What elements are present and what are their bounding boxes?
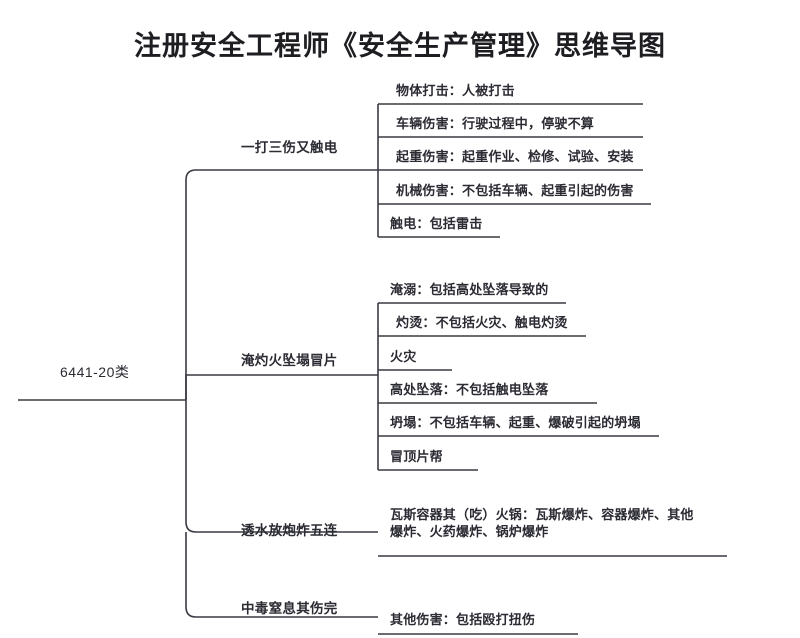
leaf-label-2-1: 淹溺：包括高处坠落导致的	[390, 282, 549, 297]
branch-label-3: 透水放炮炸五连	[241, 523, 338, 538]
leaf-node-1-4[interactable]: 机械伤害：不包括车辆、起重引起的伤害	[396, 182, 634, 199]
branch-node-4[interactable]: 中毒窒息其伤完	[241, 600, 338, 618]
leaf-label-2-2: 灼烫：不包括火灾、触电灼烫	[396, 315, 568, 330]
trunk-to-branch-2	[185, 374, 378, 400]
branch-label-2: 淹灼火坠塌冒片	[241, 353, 338, 368]
leaf-label-3-1: 瓦斯容器其（吃）火锅：瓦斯爆炸、容器爆炸、其他爆炸、火药爆炸、锅炉爆炸	[390, 507, 694, 540]
leaf-node-2-5[interactable]: 坍塌：不包括车辆、起重、爆破引起的坍塌	[390, 414, 641, 431]
branch-label-4: 中毒窒息其伤完	[241, 601, 338, 616]
leaf-label-1-1: 物体打击：人被打击	[396, 83, 515, 98]
page-title: 注册安全工程师《安全生产管理》思维导图	[134, 31, 666, 61]
leaf-node-2-3[interactable]: 火灾	[390, 348, 416, 365]
leaf-label-2-3: 火灾	[390, 349, 417, 364]
trunk-to-branch-3	[185, 400, 378, 533]
leaf-node-3-1[interactable]: 瓦斯容器其（吃）火锅：瓦斯爆炸、容器爆炸、其他爆炸、火药爆炸、锅炉爆炸	[390, 506, 705, 540]
leaf-label-1-4: 机械伤害：不包括车辆、起重引起的伤害	[396, 183, 634, 198]
leaf-label-2-4: 高处坠落：不包括触电坠落	[390, 382, 549, 397]
leaf-label-4-1: 其他伤害：包括殴打扭伤	[390, 612, 536, 627]
leaf-node-1-3[interactable]: 起重伤害：起重作业、检修、试验、安装	[396, 148, 634, 165]
leaf-label-1-3: 起重伤害：起重作业、检修、试验、安装	[396, 149, 634, 164]
leaf-node-2-1[interactable]: 淹溺：包括高处坠落导致的	[390, 281, 548, 298]
leaf-node-4-1[interactable]: 其他伤害：包括殴打扭伤	[390, 611, 535, 628]
leaf-label-1-2: 车辆伤害：行驶过程中，停驶不算	[396, 116, 595, 131]
leaf-node-2-6[interactable]: 冒顶片帮	[390, 448, 443, 465]
leaf-node-2-4[interactable]: 高处坠落：不包括触电坠落	[390, 381, 548, 398]
mindmap-root-node[interactable]: 6441-20类	[60, 363, 129, 381]
leaf-label-2-5: 坍塌：不包括车辆、起重、爆破引起的坍塌	[390, 415, 641, 430]
root-label: 6441-20类	[60, 364, 130, 380]
branch-node-3[interactable]: 透水放炮炸五连	[241, 522, 338, 540]
leaf-node-2-2[interactable]: 灼烫：不包括火灾、触电灼烫	[396, 314, 568, 331]
leaf-label-1-5: 触电：包括雷击	[390, 216, 483, 231]
branch-node-2[interactable]: 淹灼火坠塌冒片	[241, 352, 338, 370]
leaf-label-2-6: 冒顶片帮	[390, 449, 443, 464]
branch-node-1[interactable]: 一打三伤又触电	[241, 139, 338, 157]
leaf-node-1-2[interactable]: 车辆伤害：行驶过程中，停驶不算	[396, 115, 594, 132]
branch-label-1: 一打三伤又触电	[241, 140, 338, 155]
leaf-node-1-1[interactable]: 物体打击：人被打击	[396, 82, 515, 99]
leaf-node-1-5[interactable]: 触电：包括雷击	[390, 215, 482, 232]
